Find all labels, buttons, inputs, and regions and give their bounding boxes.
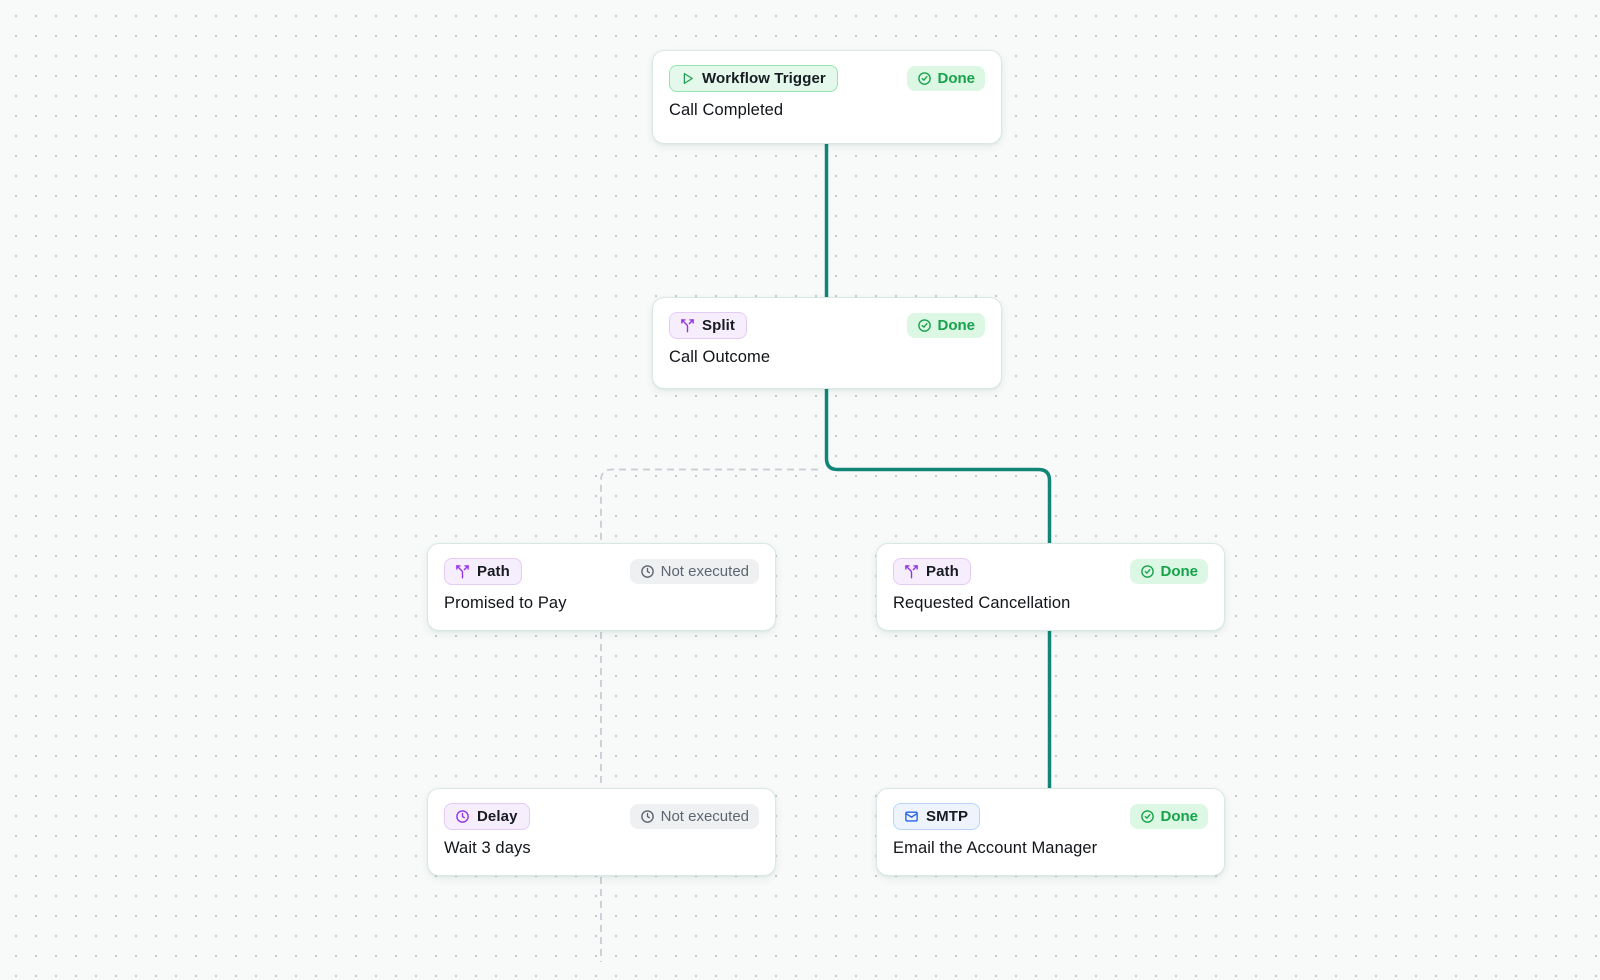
status-label: Done	[937, 317, 976, 334]
status-badge-not-executed: Not executed	[629, 804, 759, 829]
node-path-requested-cancellation[interactable]: Path Done Requested Cancellation	[876, 543, 1225, 631]
split-icon	[680, 318, 695, 333]
type-badge-label: Workflow Trigger	[702, 70, 826, 87]
clock-icon	[640, 809, 655, 824]
type-badge-workflow-trigger[interactable]: Workflow Trigger	[669, 65, 838, 92]
node-header: Path Not executed	[444, 558, 759, 585]
type-badge-delay[interactable]: Delay	[444, 803, 530, 830]
circle-check-icon	[1140, 564, 1155, 579]
type-badge-label: Path	[477, 563, 510, 580]
status-label: Done	[1160, 808, 1199, 825]
split-icon	[904, 564, 919, 579]
status-badge-done: Done	[906, 313, 985, 338]
mail-icon	[904, 809, 919, 824]
type-badge-label: SMTP	[926, 808, 969, 825]
status-badge-not-executed: Not executed	[629, 559, 759, 584]
node-title: Call Completed	[669, 101, 784, 119]
type-badge-path[interactable]: Path	[893, 558, 971, 585]
clock-icon	[640, 564, 655, 579]
node-smtp[interactable]: SMTP Done Email the Account Manager	[876, 788, 1225, 876]
node-header: Delay Not executed	[444, 803, 759, 830]
play-icon	[680, 71, 695, 86]
node-header: Path Done	[893, 558, 1208, 585]
node-workflow-trigger[interactable]: Workflow Trigger Done Call Completed	[652, 50, 1002, 144]
node-title: Requested Cancellation	[893, 594, 1071, 612]
type-badge-label: Path	[926, 563, 959, 580]
node-path-promised-to-pay[interactable]: Path Not executed Promised to Pay	[427, 543, 776, 631]
circle-check-icon	[1140, 809, 1155, 824]
status-badge-done: Done	[1129, 559, 1208, 584]
node-split[interactable]: Split Done Call Outcome	[652, 297, 1002, 389]
status-label: Not executed	[660, 563, 749, 580]
node-header: Split Done	[669, 312, 985, 339]
node-header: Workflow Trigger Done	[669, 65, 985, 92]
type-badge-label: Delay	[477, 808, 518, 825]
node-title: Call Outcome	[669, 348, 771, 366]
edge-split-to-path-cancellation	[824, 388, 1052, 544]
split-icon	[455, 564, 470, 579]
edge-split-to-path-promised	[600, 468, 818, 543]
clock-icon	[455, 809, 470, 824]
node-header: SMTP Done	[893, 803, 1208, 830]
status-label: Done	[1160, 563, 1199, 580]
type-badge-smtp[interactable]: SMTP	[893, 803, 981, 830]
node-delay[interactable]: Delay Not executed Wait 3 days	[427, 788, 776, 876]
status-badge-done: Done	[906, 66, 985, 91]
node-title: Wait 3 days	[444, 839, 531, 857]
type-badge-path[interactable]: Path	[444, 558, 522, 585]
type-badge-split[interactable]: Split	[669, 312, 747, 339]
node-title: Email the Account Manager	[893, 839, 1098, 857]
circle-check-icon	[917, 71, 932, 86]
node-title: Promised to Pay	[444, 594, 567, 612]
status-label: Done	[937, 70, 976, 87]
status-label: Not executed	[660, 808, 749, 825]
type-badge-label: Split	[702, 317, 735, 334]
status-badge-done: Done	[1129, 804, 1208, 829]
circle-check-icon	[917, 318, 932, 333]
